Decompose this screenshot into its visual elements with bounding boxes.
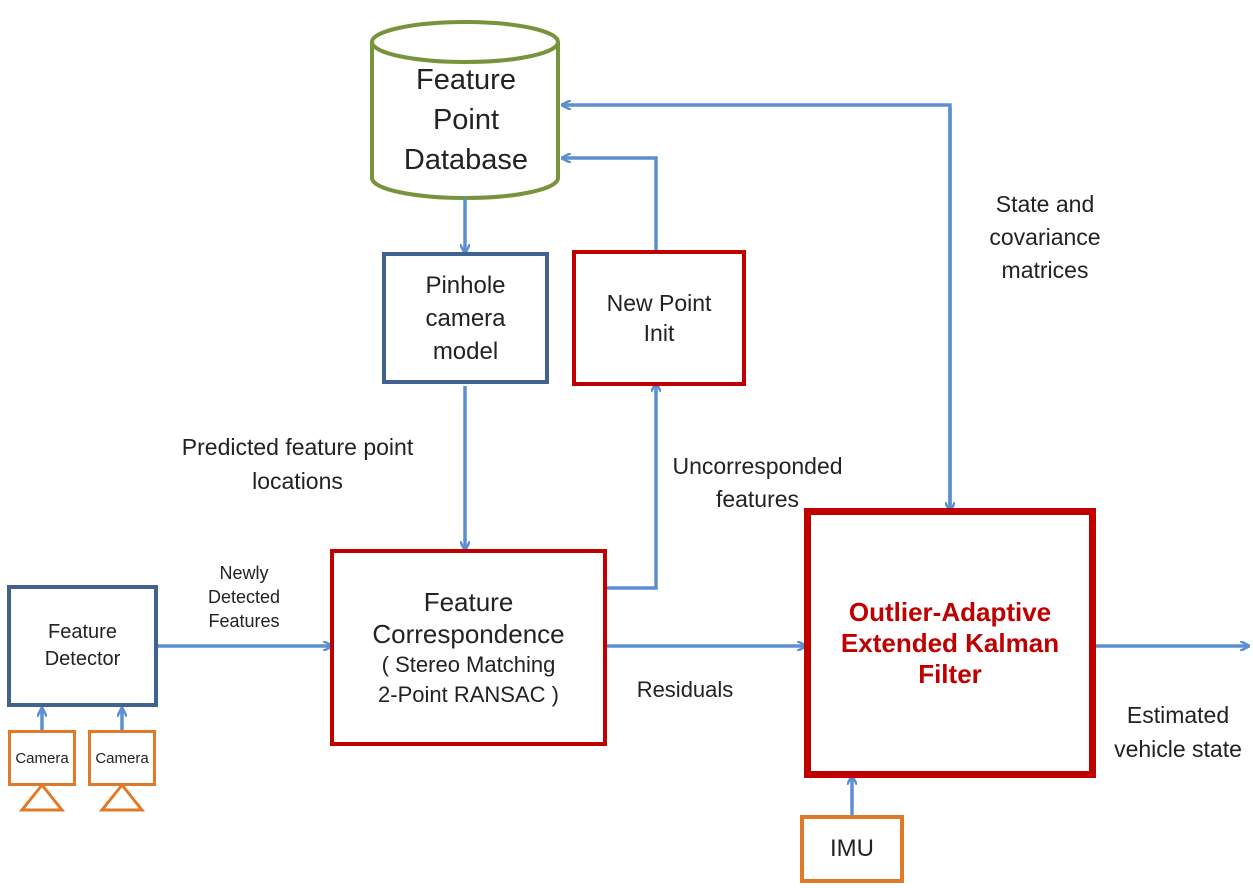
predicted-line-1: Predicted feature point [181, 434, 414, 460]
imu-box: IMU [800, 815, 904, 883]
ekf-line-3: Filter [918, 658, 982, 689]
label-uncorresponded-features: Uncorresponded features [650, 450, 865, 516]
camera-2-label: Camera [95, 749, 149, 767]
camera-2-box: Camera [88, 730, 156, 786]
label-estimated-vehicle-state: Estimated vehicle state [1103, 698, 1253, 766]
correspondence-line-3: ( Stereo Matching [381, 651, 556, 677]
detector-line-1: Feature [48, 621, 117, 643]
ekf-line-2: Extended Kalman [840, 627, 1060, 658]
uncorresponded-line-1: Uncorresponded [672, 453, 843, 479]
database-cylinder [370, 20, 560, 200]
newly-line-1: Newly [219, 563, 269, 583]
database-line-3: Database [403, 144, 529, 176]
pinhole-line-2: camera [425, 304, 506, 332]
new-point-line-1: New Point [606, 290, 712, 316]
outlier-adaptive-ekf-box: Outlier-Adaptive Extended Kalman Filter [804, 508, 1096, 778]
uncorresponded-line-2: features [715, 486, 800, 512]
residuals-text: Residuals [636, 677, 734, 702]
newly-line-3: Features [208, 611, 280, 631]
detector-line-2: Detector [44, 648, 121, 670]
pinhole-line-1: Pinhole [425, 271, 506, 299]
feature-point-database: Feature Point Database [372, 60, 560, 180]
correspondence-line-4: 2-Point RANSAC ) [378, 681, 559, 707]
correspondence-line-1: Feature [423, 586, 514, 617]
label-state-covariance: State and covariance matrices [965, 188, 1125, 287]
feature-detector-box: Feature Detector [7, 585, 158, 707]
state-cov-line-3: matrices [1001, 257, 1089, 283]
ekf-line-1: Outlier-Adaptive [848, 596, 1052, 627]
estimated-line-1: Estimated [1126, 702, 1230, 728]
new-point-line-2: Init [643, 320, 675, 346]
database-line-1: Feature [416, 64, 516, 96]
label-predicted-locations: Predicted feature point locations [155, 430, 440, 498]
imu-label: IMU [830, 835, 874, 862]
estimated-line-2: vehicle state [1114, 736, 1242, 762]
newly-line-2: Detected [207, 587, 281, 607]
state-cov-line-2: covariance [989, 224, 1101, 250]
camera1-stand [18, 782, 66, 812]
new-point-init-box: New Point Init [572, 250, 746, 386]
camera-1-label: Camera [15, 749, 69, 767]
feature-correspondence-box: Feature Correspondence ( Stereo Matching… [330, 549, 607, 746]
camera-1-box: Camera [8, 730, 76, 786]
state-cov-line-1: State and [995, 191, 1095, 217]
predicted-line-2: locations [252, 468, 343, 494]
pinhole-line-3: model [432, 337, 499, 365]
correspondence-line-2: Correspondence [372, 618, 565, 649]
camera2-stand [98, 782, 146, 812]
label-newly-detected-features: Newly Detected Features [190, 561, 298, 633]
label-residuals: Residuals [620, 675, 750, 705]
arrow-newpoint-to-database [563, 158, 658, 250]
database-line-2: Point [432, 104, 500, 136]
pinhole-camera-model-box: Pinhole camera model [382, 252, 549, 384]
arrow-correspondence-to-newpoint [606, 384, 656, 590]
